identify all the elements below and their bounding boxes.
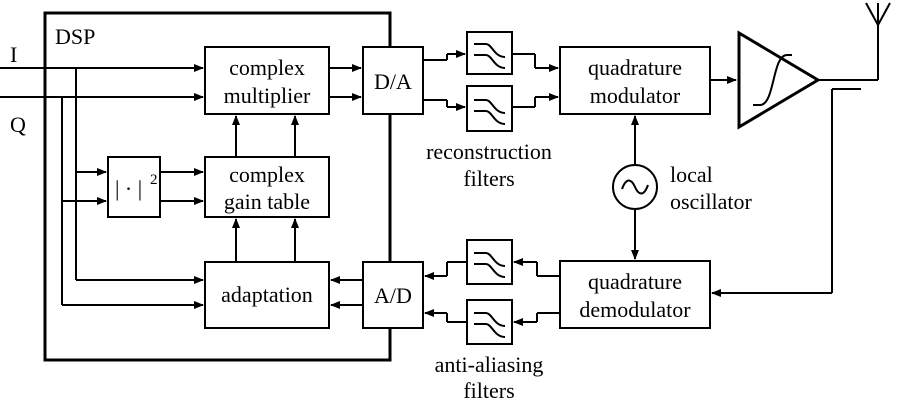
local-oscillator-label-line1: local <box>670 162 713 187</box>
complex-gain-table-block <box>204 156 330 218</box>
gain-table-label-line1: complex <box>229 162 305 187</box>
adaptation-block <box>204 261 330 329</box>
dac-label: D/A <box>374 69 412 94</box>
filter-to-modulator-wires <box>512 53 559 108</box>
quadrature-demodulator-block <box>559 260 711 329</box>
adc-label: A/D <box>374 283 412 308</box>
magnitude-exponent-label: 2 <box>150 172 158 188</box>
dac-to-filter-wires <box>423 50 466 111</box>
reconstruction-filters-label-line1: reconstruction <box>426 139 552 164</box>
i-tap-wires <box>75 68 204 284</box>
complex-multiplier-label-line2: multiplier <box>224 83 311 108</box>
anti-aliasing-label-line2: filters <box>463 378 514 403</box>
antenna-icon <box>818 2 891 81</box>
reconstruction-filter-bottom <box>466 85 513 132</box>
local-oscillator-label-line2: oscillator <box>670 189 753 214</box>
dac-block <box>362 46 424 115</box>
input-q-label: Q <box>10 112 26 137</box>
anti-aliasing-filter-bottom <box>466 299 513 345</box>
input-i-label: I <box>10 42 17 67</box>
magnitude-squared-block <box>107 156 161 218</box>
reconstruction-filters-label-line2: filters <box>463 166 514 191</box>
demodulator-label-line1: quadrature <box>588 269 682 294</box>
anti-aliasing-filter-top <box>466 239 513 285</box>
demodulator-label-line2: demodulator <box>579 297 691 322</box>
power-amplifier <box>737 30 821 130</box>
anti-aliasing-label-line1: anti-aliasing <box>435 352 544 377</box>
dsp-label: DSP <box>55 24 95 49</box>
coupler-feedback-wire <box>711 88 861 297</box>
sine-wave-icon <box>621 179 649 195</box>
adc-block <box>362 261 424 329</box>
modulator-label-line2: modulator <box>590 83 681 108</box>
complex-multiplier-block <box>204 46 330 115</box>
quadrature-modulator-block <box>559 46 711 115</box>
demodulator-to-filter-wires <box>513 258 560 326</box>
modulator-label-line1: quadrature <box>588 55 682 80</box>
magnitude-operator-label: | · | <box>115 176 142 201</box>
q-tap-wires <box>61 97 204 309</box>
complex-multiplier-label-line1: complex <box>229 55 305 80</box>
dsp-boundary <box>43 11 392 362</box>
adaptation-label: adaptation <box>221 282 313 307</box>
filter-to-adc-wires <box>424 261 467 323</box>
reconstruction-filter-top <box>466 31 513 75</box>
gain-table-label-line2: gain table <box>224 189 310 214</box>
